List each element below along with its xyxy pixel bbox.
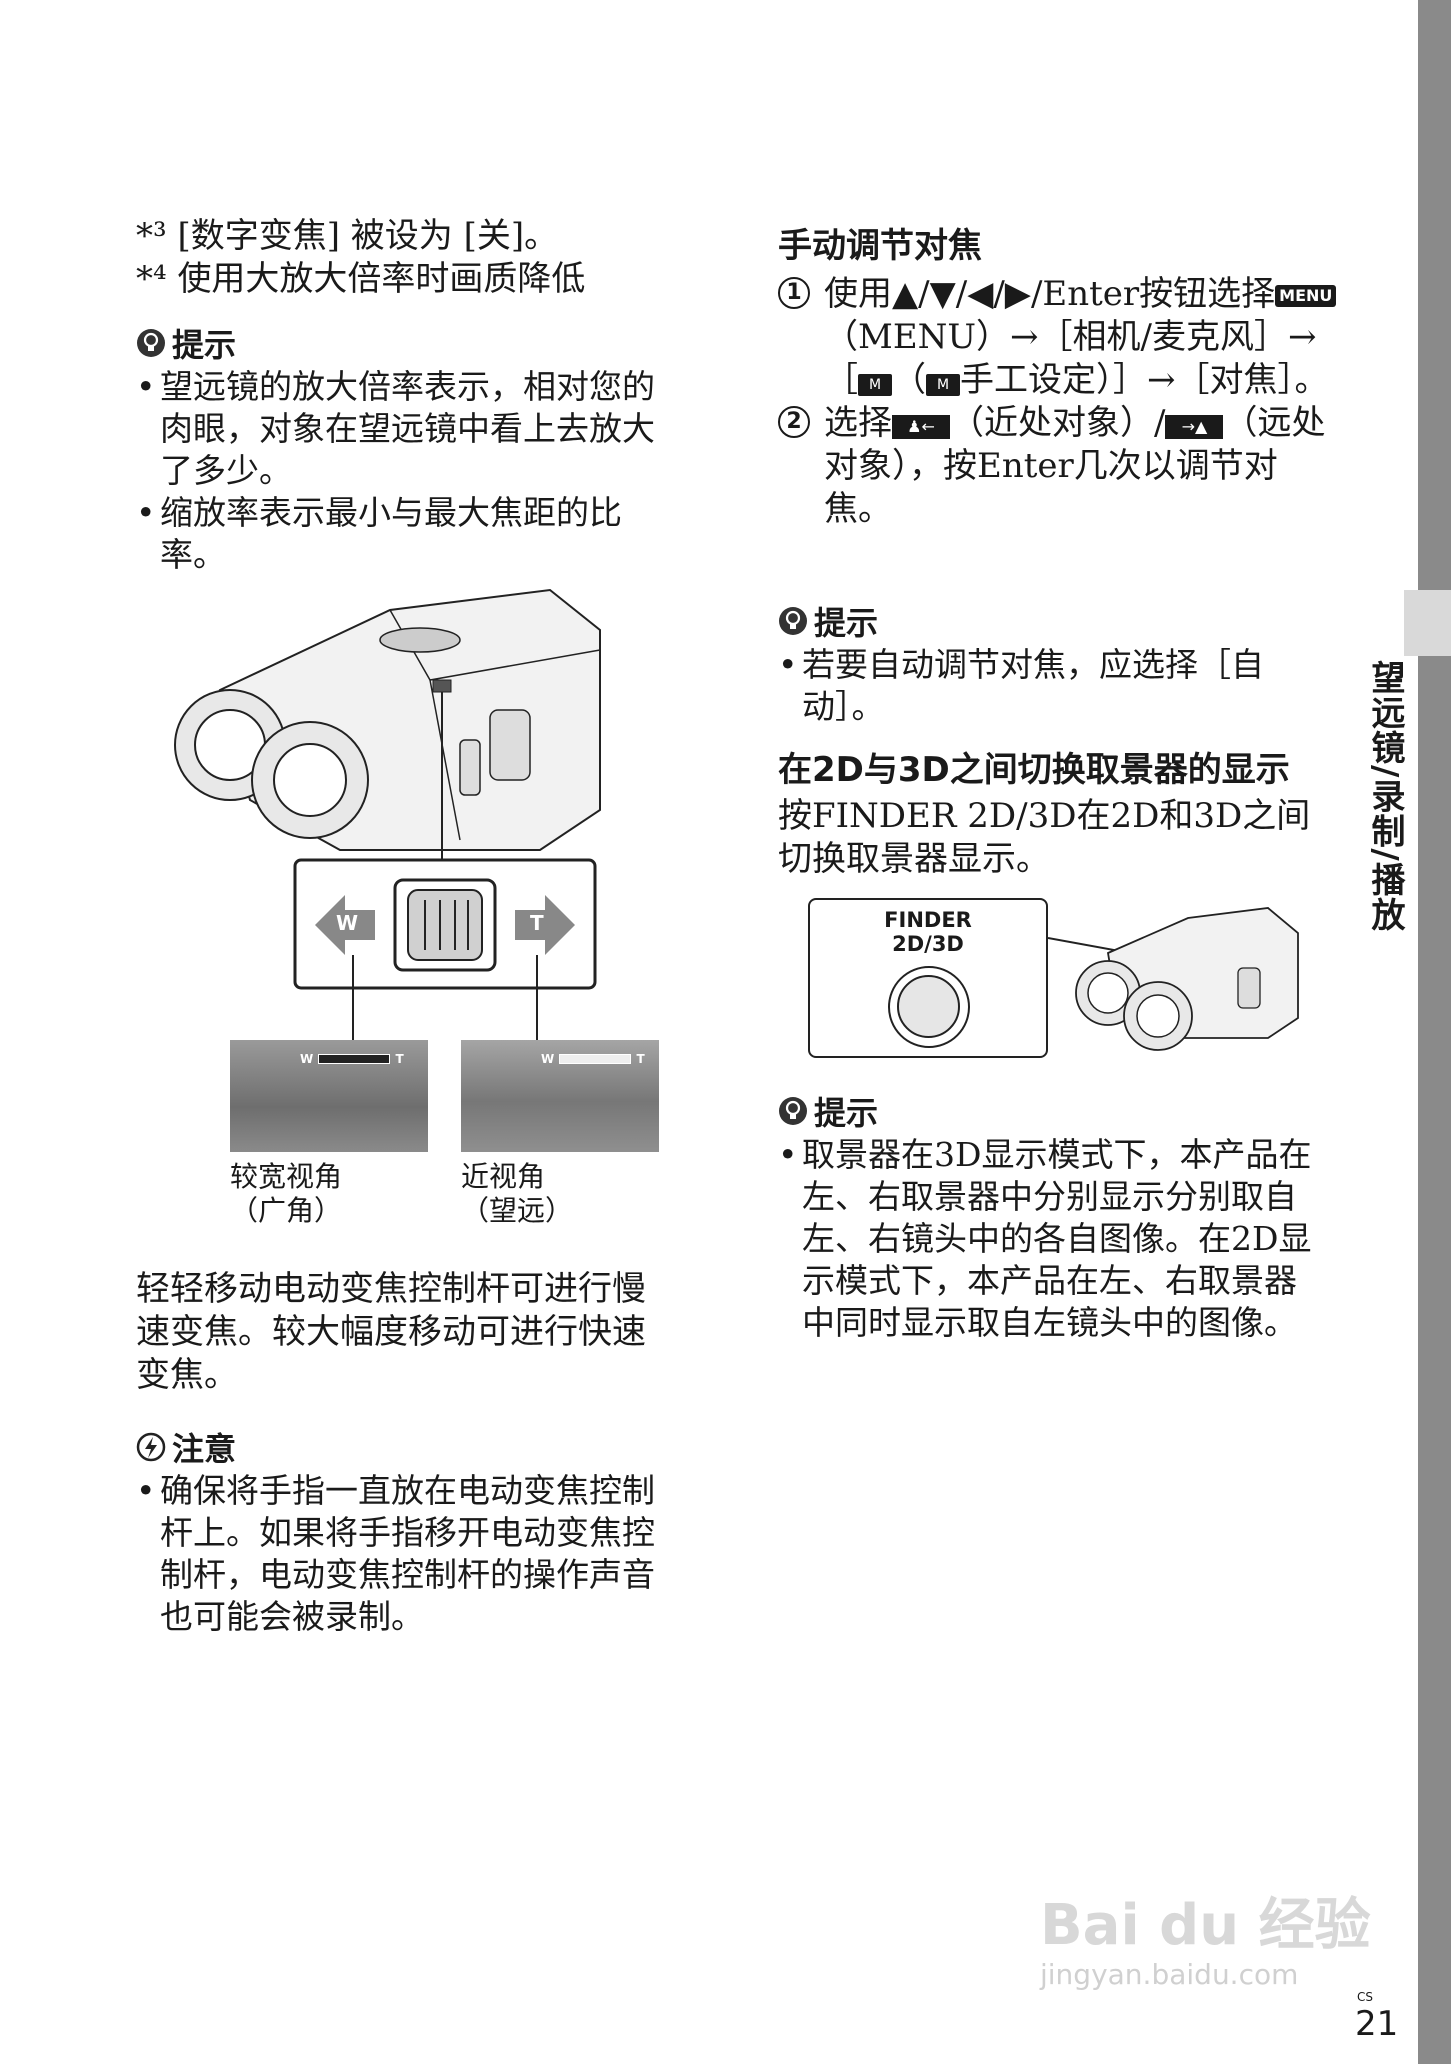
watermark-url: jingyan.baidu.com <box>1040 1958 1299 1991</box>
zoom-t-mark: T <box>395 1052 404 1066</box>
caption-tele: 近视角 （望远） <box>461 1160 573 1228</box>
step-2-text-b: （近处对象）/ <box>950 403 1166 443</box>
menu-icon: MENU <box>1275 285 1337 307</box>
manual-focus-step-2: 2 选择♟←（近处对象）/→▲（远处对象），按Enter几次以调节对焦。 <box>778 402 1338 531</box>
near-focus-icon: ♟← <box>892 415 950 439</box>
section-side-label: 望远镜/录制/播放 <box>1365 660 1405 932</box>
lightbulb-icon <box>779 1097 807 1125</box>
finder-button[interactable] <box>888 966 970 1048</box>
finder-figure: FINDER 2D/3D <box>808 898 1308 1060</box>
wide-angle-photo: W T <box>230 1040 428 1152</box>
w-arrow-label: W <box>336 911 359 935</box>
telephoto-photo: W T <box>461 1040 659 1152</box>
far-focus-icon: →▲ <box>1165 415 1224 439</box>
manual-camera-icon: M <box>926 374 960 396</box>
zoom-lever-figure: W T <box>160 570 660 1040</box>
tip-1-item-2: 缩放率表示最小与最大焦距的比率。 <box>136 492 676 576</box>
caution-heading: 注意 <box>136 1424 676 1470</box>
tip-block-1: 提示 望远镜的放大倍率表示，相对您的肉眼，对象在望远镜中看上去放大了多少。 缩放… <box>136 320 676 576</box>
zoom-w-mark: W <box>300 1052 314 1066</box>
footnote-4: *⁴ 使用大放大倍率时画质降低 <box>136 259 586 299</box>
step-number-1: 1 <box>778 277 810 309</box>
tip-block-3: 提示 取景器在3D显示模式下，本产品在左、右取景器中分别显示分别取自左、右镜头中… <box>778 1088 1318 1344</box>
binocular-camera-small-illustration <box>1048 907 1299 1051</box>
zoom-bar <box>559 1053 632 1064</box>
tip-title-3: 提示 <box>814 1094 879 1132</box>
zoom-bar <box>318 1053 391 1064</box>
tip-1-item-1: 望远镜的放大倍率表示，相对您的肉眼，对象在望远镜中看上去放大了多少。 <box>136 366 676 492</box>
finder-section: 在2D与3D之间切换取景器的显示 按FINDER 2D/3D在2D和3D之间切换… <box>778 742 1338 881</box>
finder-button-callout: FINDER 2D/3D <box>808 898 1048 1058</box>
caution-block: 注意 确保将手指一直放在电动变焦控制杆上。如果将手指移开电动变焦控制杆，电动变焦… <box>136 1424 676 1638</box>
page-number: 21 <box>1355 2004 1399 2044</box>
caption-tele-line-2: （望远） <box>461 1194 574 1227</box>
finder-button-label: FINDER 2D/3D <box>810 908 1046 956</box>
tip-title-1: 提示 <box>172 326 237 364</box>
caption-wide: 较宽视角 （广角） <box>230 1160 342 1228</box>
finder-label-line-2: 2D/3D <box>892 932 964 956</box>
step-2-text-a: 选择 <box>824 403 892 443</box>
tip-heading-3: 提示 <box>778 1088 1318 1134</box>
finder-label-line-1: FINDER <box>884 908 972 932</box>
finder-text: 按FINDER 2D/3D在2D和3D之间切换取景器显示。 <box>778 796 1311 879</box>
page-prefix: CS <box>1357 1990 1373 2004</box>
caution-item-1: 确保将手指一直放在电动变焦控制杆上。如果将手指移开电动变焦控制杆，电动变焦控制杆… <box>136 1470 676 1638</box>
lightbulb-icon <box>779 607 807 635</box>
tip-2-item-1: 若要自动调节对焦，应选择［自动］。 <box>778 644 1318 728</box>
tip-title-2: 提示 <box>814 604 879 642</box>
step-1-text-c: （ <box>892 360 926 400</box>
caution-title: 注意 <box>172 1430 237 1468</box>
step-1-text-a: 使用▲/▼/◀/▶/Enter按钮选择 <box>824 274 1276 314</box>
zoom-paragraph: 轻轻移动电动变焦控制杆可进行慢速变焦。较大幅度移动可进行快速变焦。 <box>136 1269 646 1395</box>
finder-button-face <box>897 975 960 1038</box>
tip-heading-1: 提示 <box>136 320 676 366</box>
zoom-t-mark: T <box>636 1052 645 1066</box>
step-1-text-d: 手工设定）］→［对焦］。 <box>960 360 1329 400</box>
caption-tele-line-1: 近视角 <box>461 1160 546 1193</box>
t-arrow-label: T <box>530 911 544 935</box>
manual-focus-title: 手动调节对焦 <box>778 226 982 266</box>
zoom-indicator-tele: W T <box>541 1048 657 1066</box>
footnote-3: *³ [数字变焦] 被设为 [关]。 <box>136 216 559 256</box>
zoom-w-mark: W <box>541 1052 555 1066</box>
step-number-2: 2 <box>778 406 810 438</box>
tip-3-item-1: 取景器在3D显示模式下，本产品在左、右取景器中分别显示分别取自左、右镜头中的各自… <box>778 1134 1318 1344</box>
caption-wide-line-1: 较宽视角 <box>230 1160 343 1193</box>
tip-heading-2: 提示 <box>778 598 1318 644</box>
watermark-logo: Bai du 经验 <box>1040 1893 1371 1958</box>
step-2-text-c: （远处对象），按Enter几次以调节对焦。 <box>824 403 1326 529</box>
manual-camera-icon: M <box>858 374 892 396</box>
step-1-text-b: （MENU）→［相机/麦克风］→［ <box>824 317 1317 400</box>
finder-title: 在2D与3D之间切换取景器的显示 <box>778 750 1290 790</box>
zoom-indicator-wide: W T <box>300 1048 420 1066</box>
side-bar <box>1418 0 1451 2064</box>
caution-lightning-icon <box>136 1432 166 1462</box>
side-tab <box>1404 590 1451 656</box>
lightbulb-icon <box>137 329 165 357</box>
caption-wide-line-2: （广角） <box>230 1194 343 1227</box>
binocular-camera-illustration <box>174 588 601 1040</box>
tip-block-2: 提示 若要自动调节对焦，应选择［自动］。 <box>778 598 1318 728</box>
footnotes: *³ [数字变焦] 被设为 [关]。 *⁴ 使用大放大倍率时画质降低 <box>136 215 676 301</box>
